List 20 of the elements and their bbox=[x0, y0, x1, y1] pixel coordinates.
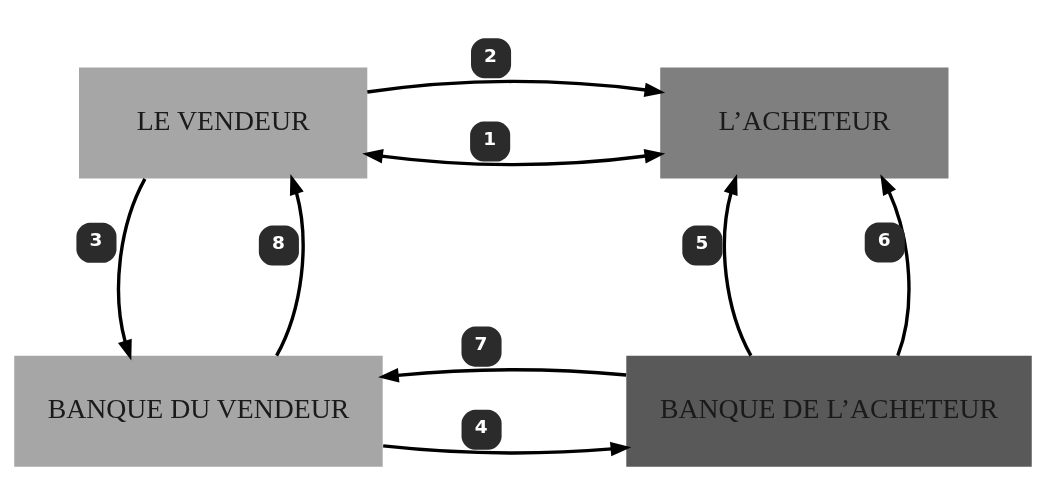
arrow bbox=[362, 148, 666, 166]
node-box: BANQUE DU VENDEUR bbox=[14, 355, 383, 467]
node-box: L’ACHETEUR bbox=[660, 67, 949, 179]
edge-label: 6 bbox=[877, 228, 891, 250]
edge-label: 3 bbox=[89, 228, 103, 250]
edge-label: 5 bbox=[695, 231, 709, 253]
edge-label: 4 bbox=[474, 415, 488, 437]
edge-label: 2 bbox=[484, 44, 497, 66]
arrow bbox=[378, 367, 627, 382]
arrow bbox=[275, 173, 305, 356]
arrow bbox=[880, 173, 911, 356]
arrow bbox=[383, 441, 632, 456]
edge-label: 7 bbox=[474, 332, 488, 354]
edge-label: 1 bbox=[483, 127, 497, 149]
edge-label: 8 bbox=[271, 231, 285, 253]
arrow bbox=[116, 177, 147, 361]
arrow bbox=[722, 173, 753, 356]
node-box: BANQUE DE L’ACHETEUR bbox=[626, 355, 1032, 467]
arrow bbox=[367, 79, 666, 97]
node-box: LE VENDEUR bbox=[79, 67, 368, 179]
